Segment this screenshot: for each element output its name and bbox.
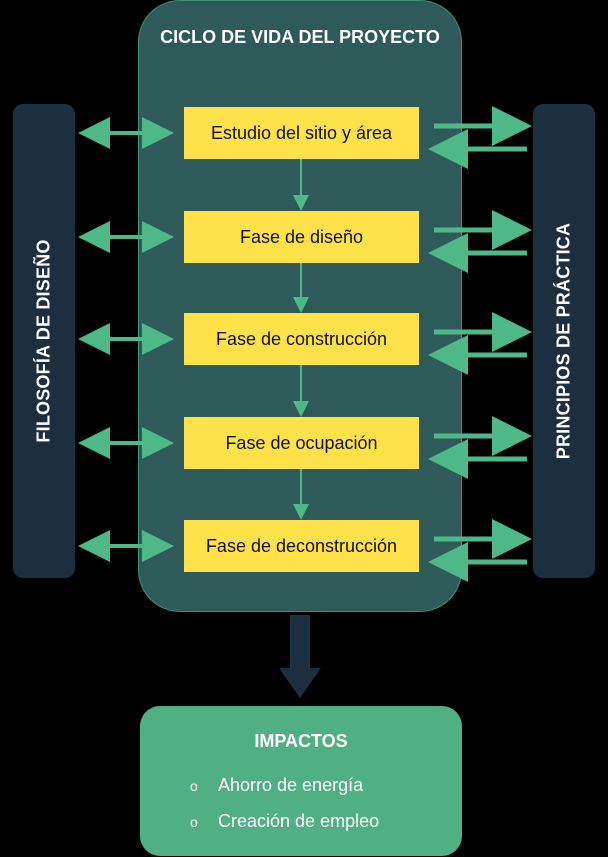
impact-text: Creación de empleo [218, 811, 380, 831]
bullet-icon: o [190, 814, 198, 830]
impacts-title: IMPACTOS [254, 731, 348, 751]
impact-text: Ahorro de energía [218, 775, 364, 795]
lifecycle-title: CICLO DE VIDA DEL PROYECTO [160, 27, 440, 47]
phase-label: Fase de deconstrucción [205, 535, 398, 556]
phase-label: Estudio del sitio y área [210, 122, 393, 143]
down-arrow-to-impacts [279, 615, 321, 698]
phase-label: Fase de ocupación [225, 432, 378, 453]
design-philosophy-bar: FILOSOFÍA DE DISEÑO [13, 104, 75, 578]
impacts-panel [140, 706, 462, 856]
phase-box-deconstruction: Fase de deconstrucción [184, 520, 419, 572]
phase-box-design: Fase de diseño [184, 211, 419, 263]
impact-item: o Ahorro de energía [190, 775, 363, 796]
impact-item: o Creación de empleo [190, 811, 379, 832]
bullet-icon: o [190, 778, 198, 794]
practice-principles-bar: PRINCIPIOS DE PRÁCTICA [533, 104, 595, 578]
phase-box-construction: Fase de construcción [184, 313, 419, 365]
phase-box-site-study: Estudio del sitio y área [184, 107, 419, 159]
phase-label: Fase de diseño [239, 226, 364, 247]
phase-box-occupation: Fase de ocupación [184, 417, 419, 469]
phase-label: Fase de construcción [215, 328, 388, 349]
